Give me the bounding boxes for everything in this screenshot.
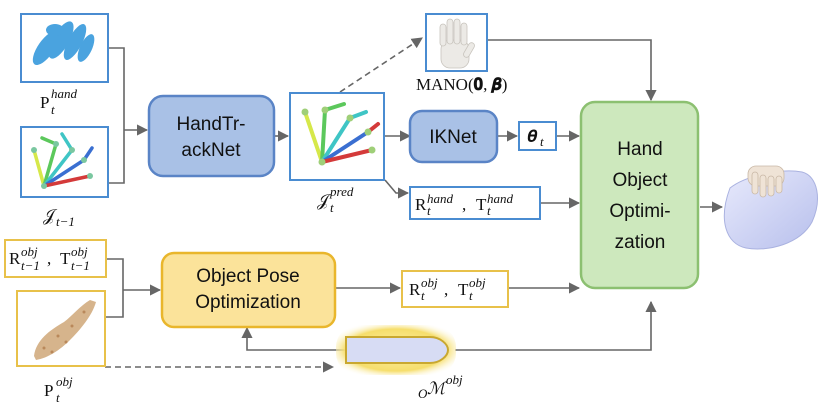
object-pose-box: R obj t , T obj t [401,270,509,308]
theta-box: 𝜽 t [518,121,557,151]
p-obj-base: P [44,381,53,400]
arrow-mobj-to-hoo [455,300,657,351]
hand-pose-box: R hand t , T hand t [409,186,541,220]
object-rotation-sub: t [421,288,425,303]
hoo-label-line3: Optimi- [609,201,670,222]
object-translation-sub: t [469,288,473,303]
prev-object-rotation-symbol: R [9,249,21,268]
j-prev-sub: t−1 [56,214,75,229]
prev-object-pose-box: R obj t−1 , T obj t−1 [4,239,107,278]
p-obj-sub: t [56,390,60,405]
iknet-node: IKNet [408,109,499,164]
prev-joints-image [20,126,109,198]
object-pose-label-line1: Object Pose [196,266,300,287]
object-rotation-symbol: R [409,280,421,299]
hand-pose-comma: , [462,195,466,214]
j-pred-sup: pred [329,184,354,199]
object-pose-optimization-node: Object Pose Optimization [160,251,337,329]
mano-close: ) [502,75,508,94]
hand-rotation-sub: t [427,203,431,218]
hand-translation-symbol: T [476,195,487,214]
hoo-label-line1: Hand [617,139,662,160]
p-hand-sup: hand [51,86,78,101]
mano-zero: 𝟎 [474,75,484,94]
hand-rotation-symbol: R [415,195,427,214]
output-render-image [723,165,818,250]
theta-symbol: 𝜽 [527,127,538,146]
object-point-cloud-image [16,290,106,367]
object-translation-sup: obj [469,275,486,290]
o-m-obj-caption: O ℳ obj [418,372,463,401]
prev-object-translation-sub: t−1 [71,258,90,273]
mano-caption: MANO(𝟎, 𝜷) [416,75,507,94]
prev-object-pose-comma: , [47,249,51,268]
j-pred-base: 𝒥 [317,191,332,210]
hand-translation-sub: t [487,203,491,218]
mano-comma: , [483,75,492,94]
bracket-object-inputs [106,258,124,318]
hand-rotation-sup: hand [427,191,454,206]
object-rotation-sup: obj [421,275,438,290]
hoo-label-line2: Object [613,170,669,191]
handtracknet-label-line1: HandTr- [177,114,246,135]
mano-text: MANO( [416,75,474,94]
o-m-obj-base: ℳ [427,379,448,398]
connectors [105,37,724,373]
hand-translation-sup: hand [487,191,514,206]
p-obj-caption: P obj t [44,374,73,405]
hand-point-cloud-image [20,13,109,83]
object-sdf-image [336,325,456,375]
o-m-obj-prefix: O [418,386,428,401]
arrow-jpred-to-mano [339,37,423,93]
object-pose-label-line2: Optimization [195,292,301,313]
bracket-hand-inputs [108,47,125,184]
arrow-jpred-to-rhand [384,179,410,199]
theta-subscript: t [540,134,544,149]
object-pose-comma: , [444,280,448,299]
o-m-obj-sup: obj [446,372,463,387]
j-prev-base: 𝒥 [43,206,58,225]
hand-object-optimization-node: Hand Object Optimi- zation [579,100,700,290]
handtracknet-node: HandTr- ackNet [147,94,276,178]
mano-hand-image [425,13,488,72]
p-hand-sub: t [51,102,55,117]
arrow-mano-to-hoo [487,39,657,102]
prev-object-translation-symbol: T [60,249,71,268]
j-pred-caption: 𝒥 pred t [317,184,354,215]
object-translation-symbol: T [458,280,469,299]
iknet-label: IKNet [429,127,477,148]
handtracknet-label-line2: ackNet [181,140,241,161]
hoo-label-line4: zation [615,232,666,253]
p-hand-base: P [40,93,49,112]
j-pred-sub: t [330,200,334,215]
prev-object-rotation-sup: obj [21,244,38,259]
p-obj-sup: obj [56,374,73,389]
p-hand-caption: P hand t [40,86,78,117]
prev-object-translation-sup: obj [71,244,88,259]
prev-object-rotation-sub: t−1 [21,258,40,273]
pred-joints-image [289,92,385,181]
mano-beta: 𝜷 [491,75,503,94]
arrow-mobj-to-objpose [241,326,345,351]
j-prev-caption: 𝒥 t−1 [43,206,75,229]
svg-text:MANO(𝟎, 𝜷): MANO(𝟎, 𝜷) [416,75,507,94]
